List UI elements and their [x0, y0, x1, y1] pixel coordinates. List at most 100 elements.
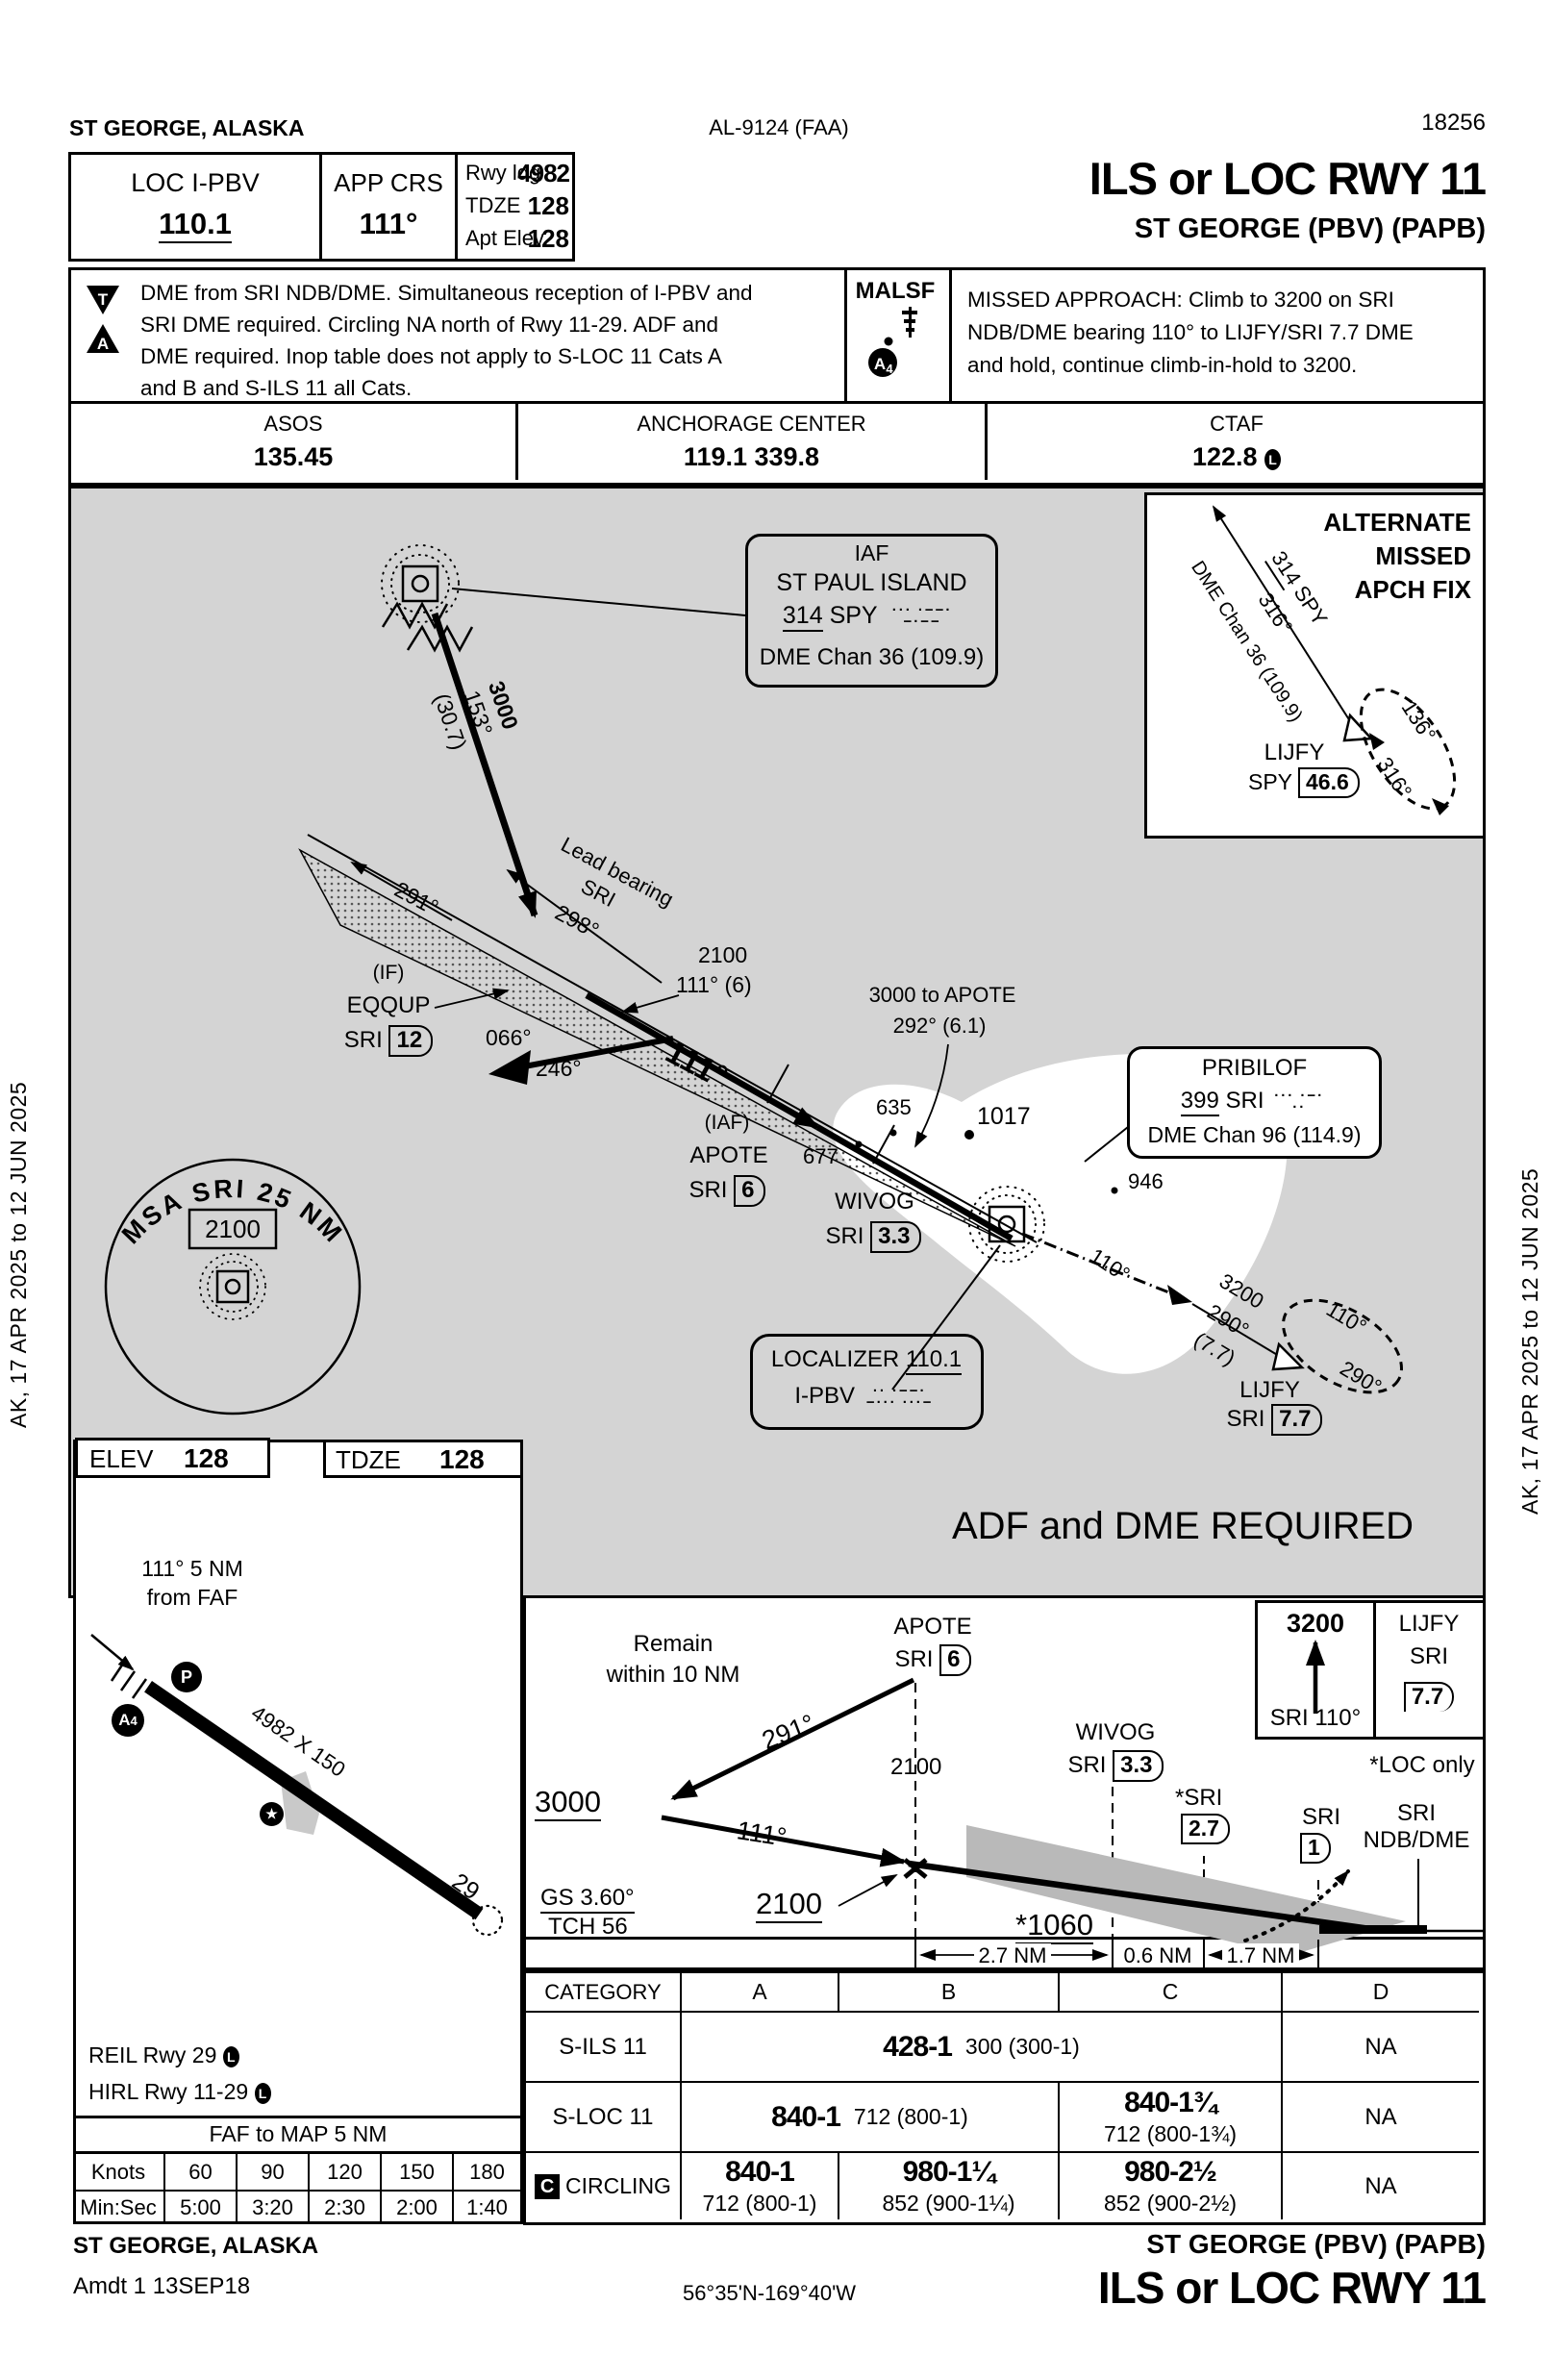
- gs-intercept-alt: 2100: [756, 1887, 822, 1923]
- adf-dme-required: ADF and DME REQUIRED: [951, 1505, 1414, 1547]
- s-ils-d: NA: [1281, 2011, 1479, 2081]
- minimums-table: CATEGORY A B C D S-ILS 11 428-1 300 (300…: [523, 1970, 1486, 2225]
- circling-icon: C: [535, 2173, 561, 2199]
- reil-note: REIL Rwy 29 L: [88, 2042, 239, 2068]
- dist-27: 2.7 NM: [973, 1943, 1052, 1967]
- alt-fix-name: LIJFY: [1264, 739, 1325, 765]
- pt-246: 246°: [536, 1056, 582, 1081]
- missed-line-2: NDB/DME bearing 110° to LIJFY/SRI 7.7 DM…: [967, 320, 1414, 344]
- s-loc-label: S-LOC 11: [526, 2081, 680, 2151]
- mda: *1060: [1015, 1908, 1094, 1944]
- lijfy-fix-dme: SRI 7.7: [1221, 1404, 1327, 1436]
- profile-sri1-dist: 1: [1300, 1833, 1331, 1864]
- cat-b-header: B: [838, 1973, 1058, 2011]
- effective-dates-right: AK, 17 APR 2025 to 12 JUN 2025: [1517, 1167, 1542, 1515]
- missed-line-3: and hold, continue climb-in-hold to 3200…: [967, 353, 1358, 377]
- notes-line-4: and B and S-ILS 11 all Cats.: [140, 376, 413, 400]
- iaf-st-paul-callout: IAF ST PAUL ISLAND 314 SPY ··· ·−−· −·−−…: [745, 534, 998, 688]
- category-header: CATEGORY: [544, 1979, 662, 2004]
- asos-label: ASOS: [263, 412, 323, 436]
- footer-amdt: Amdt 1 13SEP18: [73, 2273, 251, 2299]
- center-value: 119.1 339.8: [683, 442, 820, 471]
- tdze-sketch-value: 128: [439, 1444, 485, 1474]
- profile-3200-box: 3200 SRI 110°: [1255, 1600, 1376, 1740]
- faf-note-1: 111° 5 NM: [141, 1556, 243, 1581]
- lijfy-name: LIJFY: [1239, 1377, 1300, 1403]
- loc-only-note: *LOC only: [1369, 1752, 1475, 1778]
- malsf-box: MALSF A 4: [844, 267, 952, 404]
- ctaf-lighting-icon: L: [1264, 449, 1282, 470]
- segment-altitude: 2100: [698, 942, 748, 967]
- iaf-label: IAF: [854, 540, 889, 565]
- remain-within-1: Remain: [633, 1631, 713, 1657]
- time-table: Knots 60 90 120 150 180 Min:Sec 5:00 3:2…: [73, 2151, 523, 2224]
- cat-a-header: A: [680, 1973, 838, 2011]
- wivog-fix-dme: SRI 3.3: [815, 1221, 931, 1253]
- profile-ndb-1: SRI: [1396, 1800, 1436, 1826]
- if-label: (IF): [372, 962, 405, 984]
- ctaf-value: 122.8: [1191, 442, 1258, 471]
- ctaf-label: CTAF: [1210, 412, 1264, 436]
- dist-06: 0.6 NM: [1123, 1943, 1192, 1967]
- chart-code: AL-9124 (FAA): [709, 115, 849, 139]
- circling-d: NA: [1281, 2151, 1479, 2219]
- wivog-name: WIVOG: [835, 1189, 914, 1215]
- circling-c: 980-2½ 852 (900-2½): [1058, 2151, 1281, 2219]
- city-state: ST GEORGE, ALASKA: [69, 115, 305, 140]
- missed-line-1: MISSED APPROACH: Climb to 3200 on SRI: [967, 288, 1394, 312]
- footer-city: ST GEORGE, ALASKA: [73, 2233, 319, 2259]
- faf-note-2: from FAF: [146, 1585, 238, 1610]
- cat-c-header: C: [1058, 1973, 1281, 2011]
- profile-apote: APOTE: [893, 1614, 972, 1640]
- profile-lijfy-box: LIJFY SRI 7.7: [1376, 1600, 1486, 1740]
- rwy-ldg-value: 4982: [517, 159, 570, 188]
- tdze-sketch-label: TDZE: [336, 1445, 401, 1474]
- if-fix-dme: SRI 12: [331, 1025, 446, 1057]
- circling-label: C CIRCLING: [526, 2151, 680, 2219]
- iaf2-fix-dme: SRI 6: [673, 1175, 781, 1207]
- alt-missed-title-1: ALTERNATE: [1323, 508, 1471, 537]
- tdze-box: TDZE 128: [323, 1440, 523, 1478]
- faf-to-map: FAF to MAP 5 NM: [209, 2121, 388, 2146]
- footer-coords: 56°35'N-169°40'W: [682, 2281, 857, 2305]
- iaf-name: ST PAUL ISLAND: [776, 569, 967, 596]
- gs-angle: GS 3.60°: [540, 1885, 635, 1914]
- spot-elev-946: 946: [1128, 1169, 1164, 1193]
- spot-elev-677: 677: [803, 1144, 839, 1168]
- pribilof-freq-line: 399 SRI ··· ·−· ··: [1180, 1087, 1325, 1116]
- svg-text:4: 4: [886, 362, 893, 376]
- loc-label: LOC I-PBV: [131, 168, 260, 197]
- remain-within-2: within 10 NM: [606, 1662, 740, 1688]
- iaf2-name: APOTE: [689, 1142, 768, 1168]
- frequency-strip: ASOS 135.45 ANCHORAGE CENTER 119.1 339.8…: [68, 404, 1486, 486]
- rwy-ldg-label: Rwy ldg: [465, 161, 541, 185]
- s-ils-minima: 428-1 300 (300-1): [680, 2011, 1281, 2081]
- notes-line-1: DME from SRI NDB/DME. Simultaneous recep…: [140, 281, 753, 305]
- malsf-icon: A 4: [868, 307, 917, 377]
- apt-elev-label: Apt Elev: [465, 226, 544, 250]
- missed-approach-box: MISSED APPROACH: Climb to 3200 on SRI ND…: [952, 267, 1486, 404]
- takeoff-minimums-icon: T: [98, 290, 109, 309]
- procedure-title: ILS or LOC RWY 11: [1089, 153, 1487, 204]
- profile-wivog-fix: SRI 3.3: [1054, 1750, 1177, 1782]
- if-name: EQQUP: [346, 992, 431, 1018]
- apt-elev-value: 128: [527, 224, 569, 253]
- s-loc-c-minima: 840-1¾ 712 (800-1¾): [1058, 2081, 1281, 2151]
- tdze-value: 128: [527, 191, 569, 220]
- alternate-minimums-icon: A: [97, 335, 109, 353]
- alt-missed-title-2: MISSED: [1375, 541, 1471, 570]
- pt-066: 066°: [486, 1025, 532, 1050]
- app-crs-label: APP CRS: [334, 168, 443, 197]
- s-loc-d: NA: [1281, 2081, 1479, 2151]
- profile-alt-2100-apote: 2100: [890, 1754, 942, 1780]
- pribilof-dme: DME Chan 96 (114.9): [1147, 1122, 1362, 1147]
- asos-value: 135.45: [253, 442, 334, 471]
- footer-procedure-title: ILS or LOC RWY 11: [1097, 2263, 1487, 2313]
- hirl-note: HIRL Rwy 11-29 L: [88, 2079, 271, 2105]
- airport-name: ST GEORGE (PBV) (PAPB): [1134, 213, 1486, 244]
- localizer-callout: LOCALIZER 110.1 I-PBV ·· ·−−· −··· ···−: [750, 1334, 984, 1430]
- footer-airport-name: ST GEORGE (PBV) (PAPB): [1146, 2229, 1486, 2259]
- profile-apote-fix: SRI 6: [870, 1644, 995, 1676]
- cat-d-header: D: [1281, 1973, 1479, 2011]
